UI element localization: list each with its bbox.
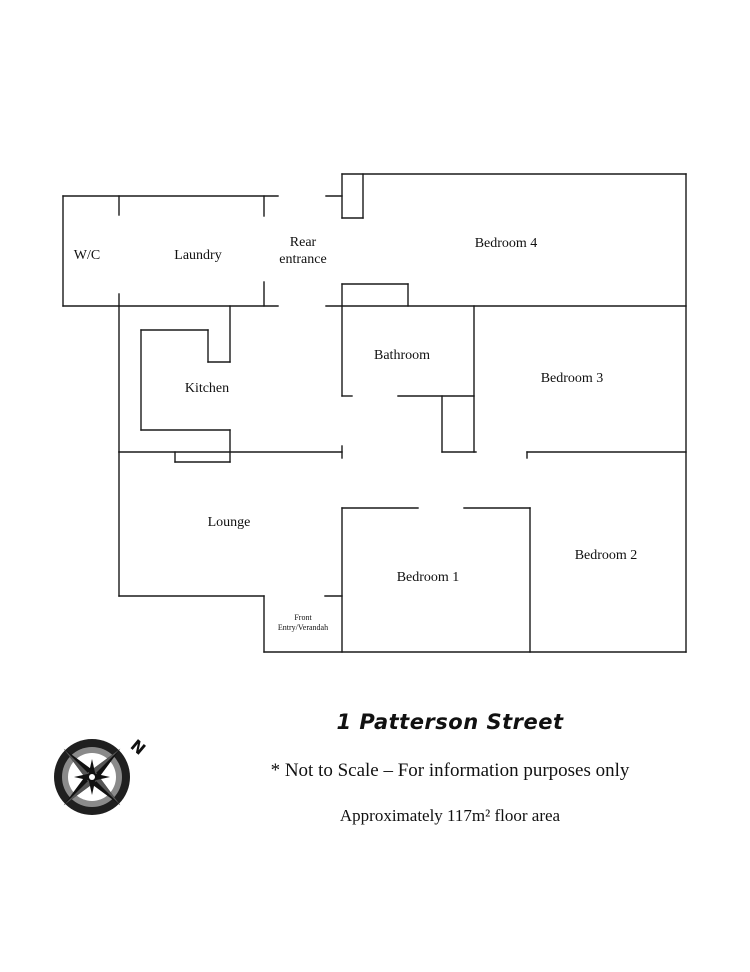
room-labels: W/C Laundry Rear entrance Bedroom 4 Bath… — [74, 235, 638, 632]
room-label-kitchen: Kitchen — [185, 381, 229, 396]
room-label-bedroom-3: Bedroom 3 — [541, 371, 604, 386]
compass-north-label: N — [127, 736, 149, 759]
room-label-bedroom-1: Bedroom 1 — [397, 570, 460, 585]
room-label-bathroom: Bathroom — [374, 348, 430, 363]
property-title: 1 Patterson Street — [336, 710, 564, 734]
room-label-bedroom-2: Bedroom 2 — [575, 548, 638, 563]
scale-disclaimer: * Not to Scale – For information purpose… — [270, 760, 630, 781]
compass-rose-icon: N — [54, 736, 149, 815]
room-label-rear-entrance-line2: entrance — [279, 252, 326, 267]
floor-area-note: Approximately 117m² floor area — [339, 806, 561, 825]
room-label-lounge: Lounge — [208, 515, 251, 530]
room-label-front-entry-line2: Entry/Verandah — [278, 623, 328, 632]
room-label-bedroom-4: Bedroom 4 — [475, 236, 538, 251]
room-label-front-entry-line1: Front — [294, 613, 312, 622]
room-label-wc: W/C — [74, 248, 100, 263]
room-label-laundry: Laundry — [174, 248, 221, 263]
floor-plan-walls — [62, 173, 687, 653]
room-label-rear-entrance-line1: Rear — [290, 235, 317, 250]
